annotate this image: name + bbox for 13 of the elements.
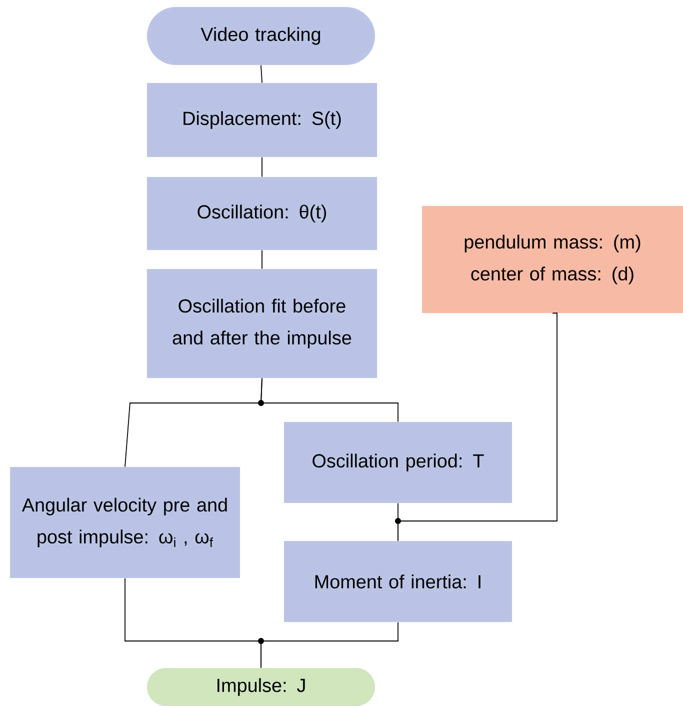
start-terminal: Video tracking: [147, 7, 375, 65]
process-box: Angular velocity pre and post impulse: ω$_{i}$ , ω$_{f}$: [10, 467, 240, 578]
process-box: Oscillation fit before and after the impulse: [147, 269, 377, 378]
process-box: Moment of inertia: I: [284, 541, 512, 622]
end-terminal: Impulse: J: [147, 668, 375, 706]
process-box: Oscillation: θ(t): [147, 177, 377, 250]
input-box: pendulum mass: (m) center of mass: (d): [422, 206, 683, 313]
connector-line: [260, 64, 262, 84]
connector-line: [398, 312, 558, 542]
process-box: Oscillation period: T: [284, 422, 512, 503]
process-box: Displacement: S(t): [147, 83, 377, 157]
connector-line: [260, 378, 398, 422]
connector-line: [260, 622, 398, 668]
